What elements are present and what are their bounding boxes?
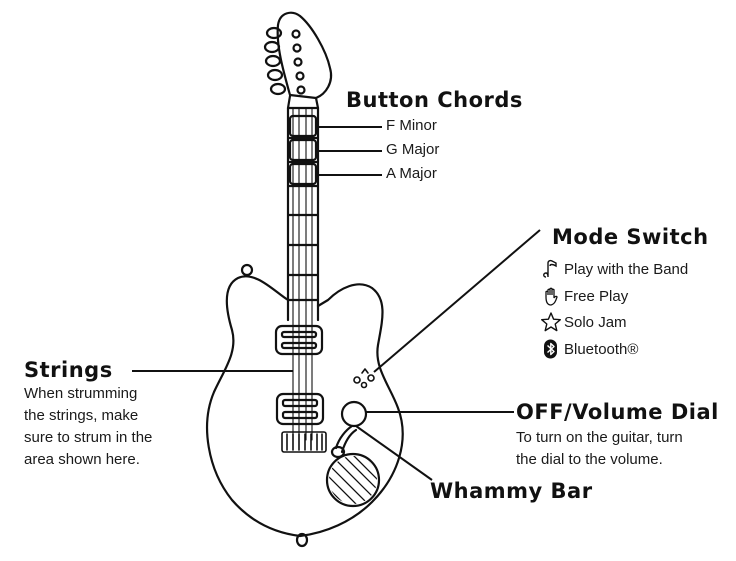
strings-description: When strumming the strings, make sure to…	[24, 385, 153, 468]
volume-dial-description: To turn on the guitar, turn the dial to …	[516, 429, 683, 468]
bridge	[281, 431, 327, 453]
volume-dial-shape	[340, 400, 368, 428]
mode-free-play: Free Play	[540, 284, 628, 308]
mode-solo-jam: Solo Jam	[540, 310, 627, 334]
chord-buttons	[287, 114, 319, 302]
pickups	[274, 324, 325, 426]
mode-switch-shape	[353, 368, 375, 389]
strings-heading: Strings	[24, 358, 113, 382]
bluetooth-icon	[540, 338, 562, 360]
mode-bluetooth: Bluetooth®	[540, 337, 638, 361]
speaker	[325, 452, 381, 508]
headstock	[276, 11, 333, 100]
mode-label: Free Play	[564, 287, 629, 305]
volume-dial-heading: OFF/Volume Dial	[516, 400, 719, 424]
mode-label: Play with the Band	[564, 260, 689, 278]
button-chords-heading: Button Chords	[346, 88, 523, 112]
hand-icon	[540, 285, 562, 307]
star-icon	[540, 311, 562, 333]
chord-label-f-minor: F Minor	[386, 117, 437, 134]
music-note-icon	[540, 258, 562, 280]
chord-label-g-major: G Major	[386, 141, 440, 158]
mode-switch-heading: Mode Switch	[552, 225, 709, 249]
chord-label-a-major: A Major	[386, 165, 437, 182]
leader-lines	[132, 126, 541, 481]
tuning-pegs	[263, 26, 306, 96]
mode-label: Bluetooth®	[564, 340, 639, 358]
mode-label: Solo Jam	[564, 313, 627, 331]
mode-play-with-band: Play with the Band	[540, 257, 688, 281]
whammy-bar-heading: Whammy Bar	[430, 479, 593, 503]
